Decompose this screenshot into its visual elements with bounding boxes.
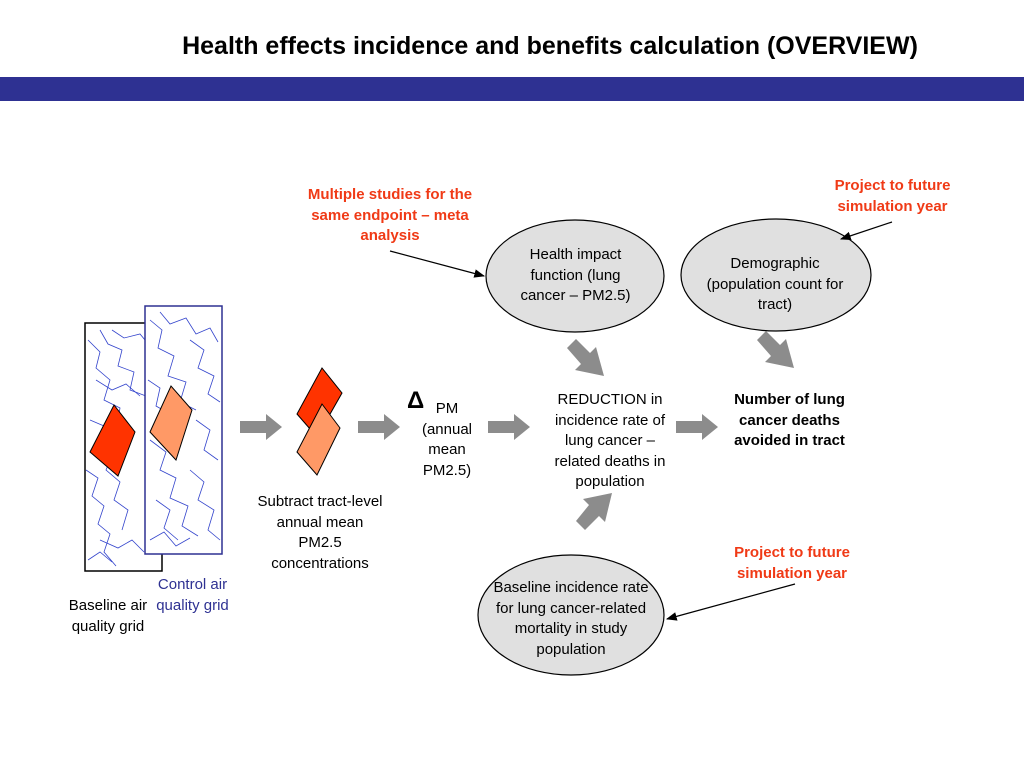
page-title: Health effects incidence and benefits ca… [182, 32, 918, 60]
project-future-note-bottom: Project to future simulation year [734, 544, 850, 582]
baseline-tract-shape [89, 404, 136, 477]
health-impact-function-label: Health impact function (lung cancer – PM… [520, 246, 631, 304]
reduction-label: REDUCTION in incidence rate of lung canc… [554, 391, 666, 490]
demographic-ellipse [680, 218, 872, 332]
delta-pm-label: PM (annual mean PM2.5) [421, 400, 473, 479]
control-tract-shape [149, 385, 193, 461]
flow-arrows [240, 331, 794, 530]
arrow-grids-to-subtract [240, 414, 282, 440]
baseline-grid-caption: Baseline air quality grid [68, 597, 148, 635]
arrow-reduction-to-result [676, 414, 718, 440]
arrow-delta-to-reduction [488, 414, 530, 440]
arrow-subtract-to-delta [358, 414, 400, 440]
subtract-caption: Subtract tract-level annual mean PM2.5 c… [257, 493, 383, 572]
meta-analysis-note: Multiple studies for the same endpoint –… [307, 186, 473, 244]
control-grid-caption: Control air quality grid [156, 576, 229, 614]
project-future-note-top: Project to future simulation year [834, 177, 951, 215]
arrow-baseline-to-reduction [576, 493, 612, 530]
baseline-incidence-label: Baseline incidence rate for lung cancer-… [493, 579, 649, 658]
result-label: Number of lung cancer deaths avoided in … [734, 391, 845, 449]
health-impact-function-ellipse [485, 219, 665, 333]
arrow-hif-to-reduction [567, 339, 604, 376]
baseline-incidence-ellipse [477, 554, 665, 676]
title-band [0, 77, 1024, 101]
arrow-demographic-to-result [757, 331, 794, 368]
meta-analysis-pointer [389, 250, 486, 278]
subtract-tract-orange [296, 403, 341, 476]
demographic-label: Demographic (population count for tract) [706, 255, 844, 313]
delta-symbol: Δ [407, 387, 425, 414]
project-bottom-pointer [665, 583, 796, 621]
project-top-pointer [839, 221, 893, 241]
